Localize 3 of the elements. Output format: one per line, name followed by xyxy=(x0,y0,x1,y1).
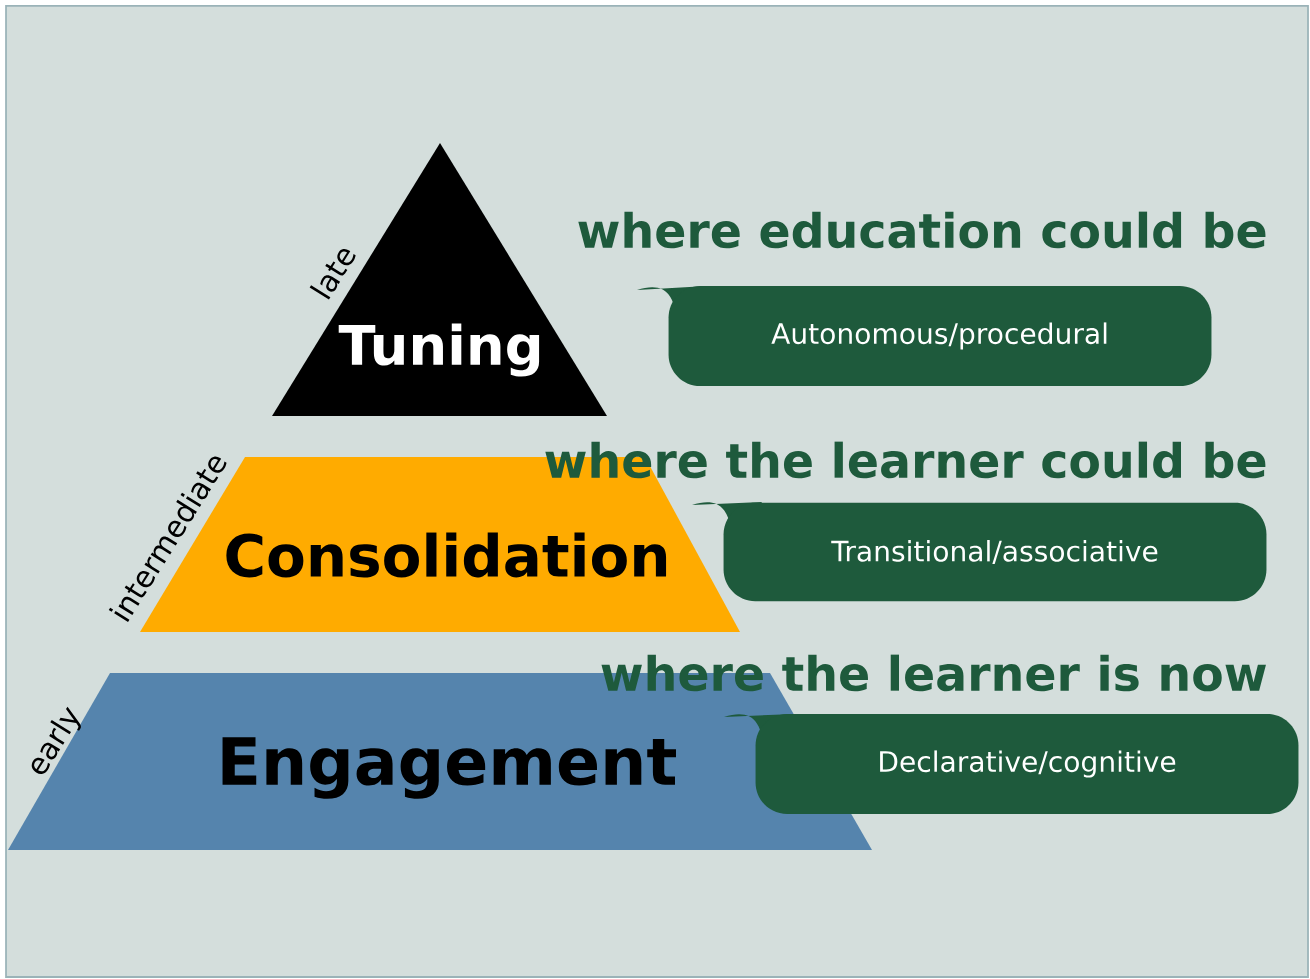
speech-bubble: Declarative/cognitive xyxy=(724,713,1299,815)
speech-bubble: Autonomous/procedural xyxy=(637,285,1212,387)
speech-bubble: Transitional/associative xyxy=(692,502,1267,602)
